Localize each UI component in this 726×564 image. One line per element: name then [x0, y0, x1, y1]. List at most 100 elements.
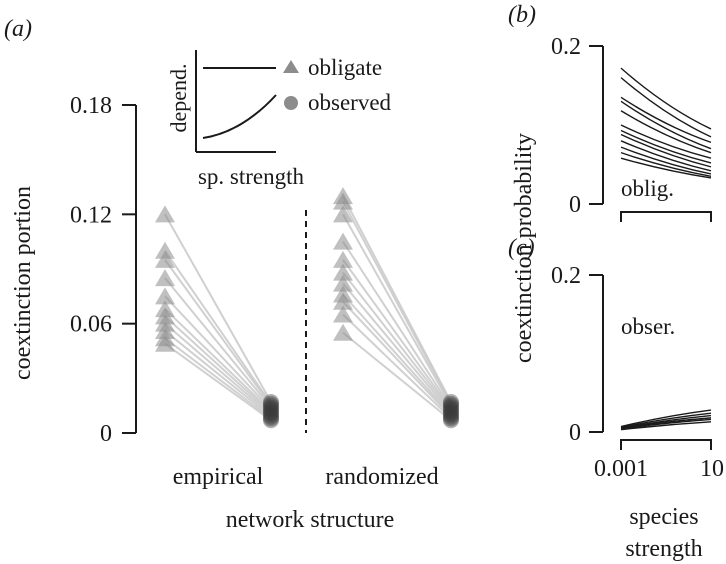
- observed-point: [443, 408, 459, 425]
- obligate-point: [155, 334, 175, 352]
- observed-point: [263, 397, 279, 414]
- panel-c-series-line: [620, 421, 712, 431]
- link-line: [164, 322, 272, 416]
- link-line: [164, 295, 272, 410]
- link-line: [164, 308, 272, 412]
- obligate-point: [333, 192, 353, 210]
- panel-b-y-tick-label: 0: [569, 192, 581, 218]
- obligate-point: [333, 232, 353, 250]
- panel-a-y-label: coextinction portion: [10, 186, 36, 380]
- panel-c: 00.2 obser. 0.001 10 species strength: [551, 263, 724, 562]
- obligate-point: [333, 292, 353, 310]
- legend-obligate-label: obligate: [308, 55, 382, 80]
- panel-c-series-line: [620, 412, 712, 428]
- panel-b-series-line: [620, 151, 712, 178]
- observed-point: [443, 410, 459, 427]
- inset-observed-curve: [202, 94, 277, 139]
- observed-point: [263, 395, 279, 412]
- link-line: [342, 241, 452, 409]
- link-line: [342, 332, 452, 422]
- observed-point: [443, 401, 459, 418]
- obligate-point: [155, 205, 175, 223]
- link-line: [342, 282, 452, 414]
- obligate-point: [333, 263, 353, 281]
- panel-b-series-line: [620, 124, 712, 159]
- panel-c-x-axis: [620, 439, 712, 450]
- panel-c-series-line: [620, 418, 712, 430]
- observed-point: [443, 395, 459, 412]
- panel-b-series-line: [620, 77, 712, 138]
- panel-b-lines: [620, 67, 712, 179]
- observed-point: [263, 410, 279, 427]
- obligate-point: [155, 287, 175, 305]
- link-line: [164, 342, 272, 422]
- link-line: [164, 259, 272, 407]
- panel-c-y-ticks: 00.2: [551, 263, 603, 446]
- category-label-randomized: randomized: [325, 464, 438, 490]
- inset: depend. sp. strength obligate observed: [166, 50, 392, 189]
- panel-a-links: [164, 195, 452, 422]
- panel-b-series-line: [620, 129, 712, 164]
- link-line: [342, 195, 452, 403]
- observed-point: [263, 394, 279, 411]
- link-line: [342, 259, 452, 410]
- panel-b-series-line: [620, 100, 712, 150]
- panel-a: 00.060.120.18 coextinction portion empir…: [10, 93, 459, 533]
- panel-b-x-bracket: [620, 211, 712, 222]
- link-line: [164, 213, 272, 403]
- observed-point: [443, 406, 459, 423]
- link-line: [342, 301, 452, 418]
- panel-c-annotation: obser.: [621, 314, 675, 339]
- panel-c-x-tick-label-min: 0.001: [594, 456, 648, 482]
- observed-point: [263, 401, 279, 418]
- panel-a-y-tick-label: 0.12: [70, 202, 112, 228]
- panel-b-series-line: [620, 96, 712, 144]
- legend-observed-label: observed: [308, 90, 392, 115]
- panel-c-series-line: [620, 417, 712, 429]
- panel-b-series-line: [620, 157, 712, 179]
- obligate-point: [333, 205, 353, 223]
- panel-a-y-tick-label: 0: [100, 421, 112, 447]
- panel-b-series-line: [620, 146, 712, 175]
- panel-c-x-label-line1: species: [629, 504, 698, 530]
- link-line: [342, 313, 452, 420]
- observed-point: [443, 412, 459, 429]
- panel-a-y-ticks: 00.060.120.18: [70, 93, 136, 447]
- panel-a-markers: [155, 187, 459, 429]
- link-line: [342, 272, 452, 412]
- link-line: [164, 330, 272, 418]
- panel-b-annotation: oblig.: [621, 176, 674, 201]
- panel-b-series-line: [620, 110, 712, 154]
- panel-c-series-line: [620, 409, 712, 428]
- legend-circle-marker: [284, 96, 298, 110]
- panel-a-y-tick-label: 0.18: [70, 93, 112, 119]
- panel-c-x-label-line2: strength: [625, 536, 702, 562]
- panel-label-c: (c): [508, 235, 535, 261]
- panel-a-x-label: network structure: [226, 507, 395, 533]
- panel-c-lines: [620, 409, 712, 431]
- observed-point: [263, 403, 279, 420]
- link-line: [164, 315, 272, 414]
- observed-point: [443, 404, 459, 421]
- panel-c-x-tick-label-max: 10: [700, 456, 724, 482]
- panel-label-a: (a): [4, 16, 32, 42]
- obligate-point: [333, 250, 353, 268]
- obligate-point: [155, 269, 175, 287]
- observed-point: [443, 394, 459, 411]
- observed-point: [443, 397, 459, 414]
- panel-b-y-tick-label: 0.2: [551, 34, 581, 60]
- panel-c-y-tick-label: 0.2: [551, 263, 581, 289]
- observed-point: [443, 403, 459, 420]
- panel-b-y-ticks: 00.2: [551, 34, 603, 218]
- obligate-point: [333, 305, 353, 323]
- link-line: [342, 293, 452, 416]
- observed-point: [443, 399, 459, 416]
- inset-y-label: depend.: [166, 63, 191, 132]
- obligate-point: [333, 274, 353, 292]
- link-line: [342, 213, 452, 407]
- link-line: [164, 250, 272, 405]
- observed-point: [263, 399, 279, 416]
- panel-b-series-line: [620, 140, 712, 172]
- legend-triangle-marker: [283, 60, 299, 73]
